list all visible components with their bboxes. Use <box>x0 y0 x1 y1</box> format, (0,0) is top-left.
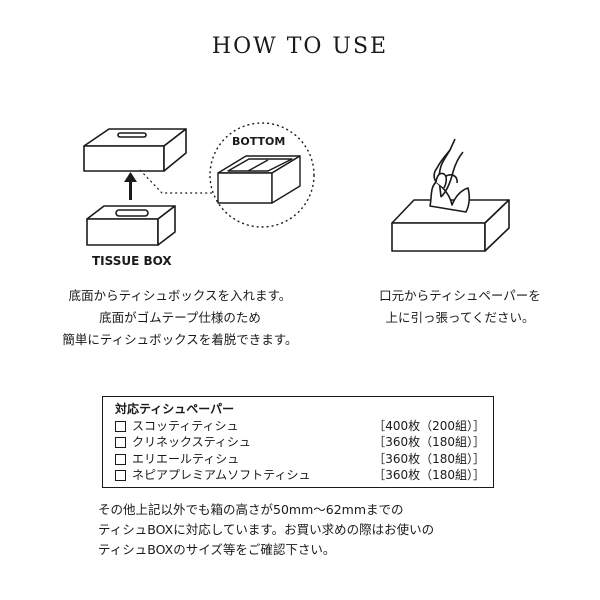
checkbox-icon <box>115 470 126 481</box>
instruction-left-line: 底面がゴムテープ仕様のため <box>99 310 261 325</box>
list-item: ネピアプレミアムソフトティシュ ［360枚（180組）］ <box>115 467 485 484</box>
list-item: スコッティティシュ ［400枚（200組）］ <box>115 418 485 435</box>
item-spec: ［360枚（180組）］ <box>373 451 485 466</box>
item-name: スコッティティシュ <box>132 418 239 433</box>
bottom-label: BOTTOM <box>232 135 286 148</box>
item-spec: ［400枚（200組）］ <box>373 418 485 433</box>
compatible-tissue-box: 対応ティシュペーパー スコッティティシュ ［400枚（200組）］ クリネックス… <box>102 396 494 488</box>
tissue-pull-icon <box>391 138 510 252</box>
instruction-right: 口元からティシュペーパーを 上に引っ張ってください。 <box>330 285 590 329</box>
compatible-title: 対応ティシュペーパー <box>115 402 235 416</box>
instruction-left: 底面からティシュボックスを入れます。 底面がゴムテープ仕様のため 簡単にティシュ… <box>20 285 340 351</box>
arrow-up-icon <box>124 172 137 200</box>
checkbox-icon <box>115 420 126 432</box>
list-item: エリエールティシュ ［360枚（180組）］ <box>115 451 485 468</box>
connector-line <box>139 169 212 194</box>
note-line: その他上記以外でも箱の高さが50mm〜62mmまでの <box>98 502 404 517</box>
checkbox-icon <box>115 453 126 465</box>
checkbox-icon <box>115 437 126 448</box>
size-note: その他上記以外でも箱の高さが50mm〜62mmまでの ティシュBOXに対応してい… <box>98 500 518 560</box>
item-spec: ［360枚（180組）］ <box>373 435 485 449</box>
tissue-box-icon <box>86 205 176 246</box>
item-spec: ［360枚（180組）］ <box>373 468 485 482</box>
instruction-right-line: 口元からティシュペーパーを <box>379 288 541 303</box>
item-name: クリネックスティシュ <box>132 435 251 449</box>
instruction-left-line: 底面からティシュボックスを入れます。 <box>68 288 292 303</box>
item-name: エリエールティシュ <box>132 451 240 466</box>
page-title: HOW TO USE <box>211 34 389 59</box>
note-line: ティシュBOXに対応しています。お買い求めの際はお使いの <box>98 522 435 537</box>
instruction-left-line: 簡単にティシュボックスを着脱できます。 <box>62 332 298 347</box>
instruction-right-line: 上に引っ張ってください。 <box>385 310 535 325</box>
note-line: ティシュBOXのサイズ等をご確認下さい。 <box>98 542 336 557</box>
tissue-box-label: TISSUE BOX <box>92 254 172 268</box>
list-item: クリネックスティシュ ［360枚（180組）］ <box>115 434 485 451</box>
cover-box-icon <box>83 128 187 172</box>
bottom-view-icon <box>217 155 301 204</box>
item-name: ネピアプレミアムソフトティシュ <box>132 468 311 482</box>
